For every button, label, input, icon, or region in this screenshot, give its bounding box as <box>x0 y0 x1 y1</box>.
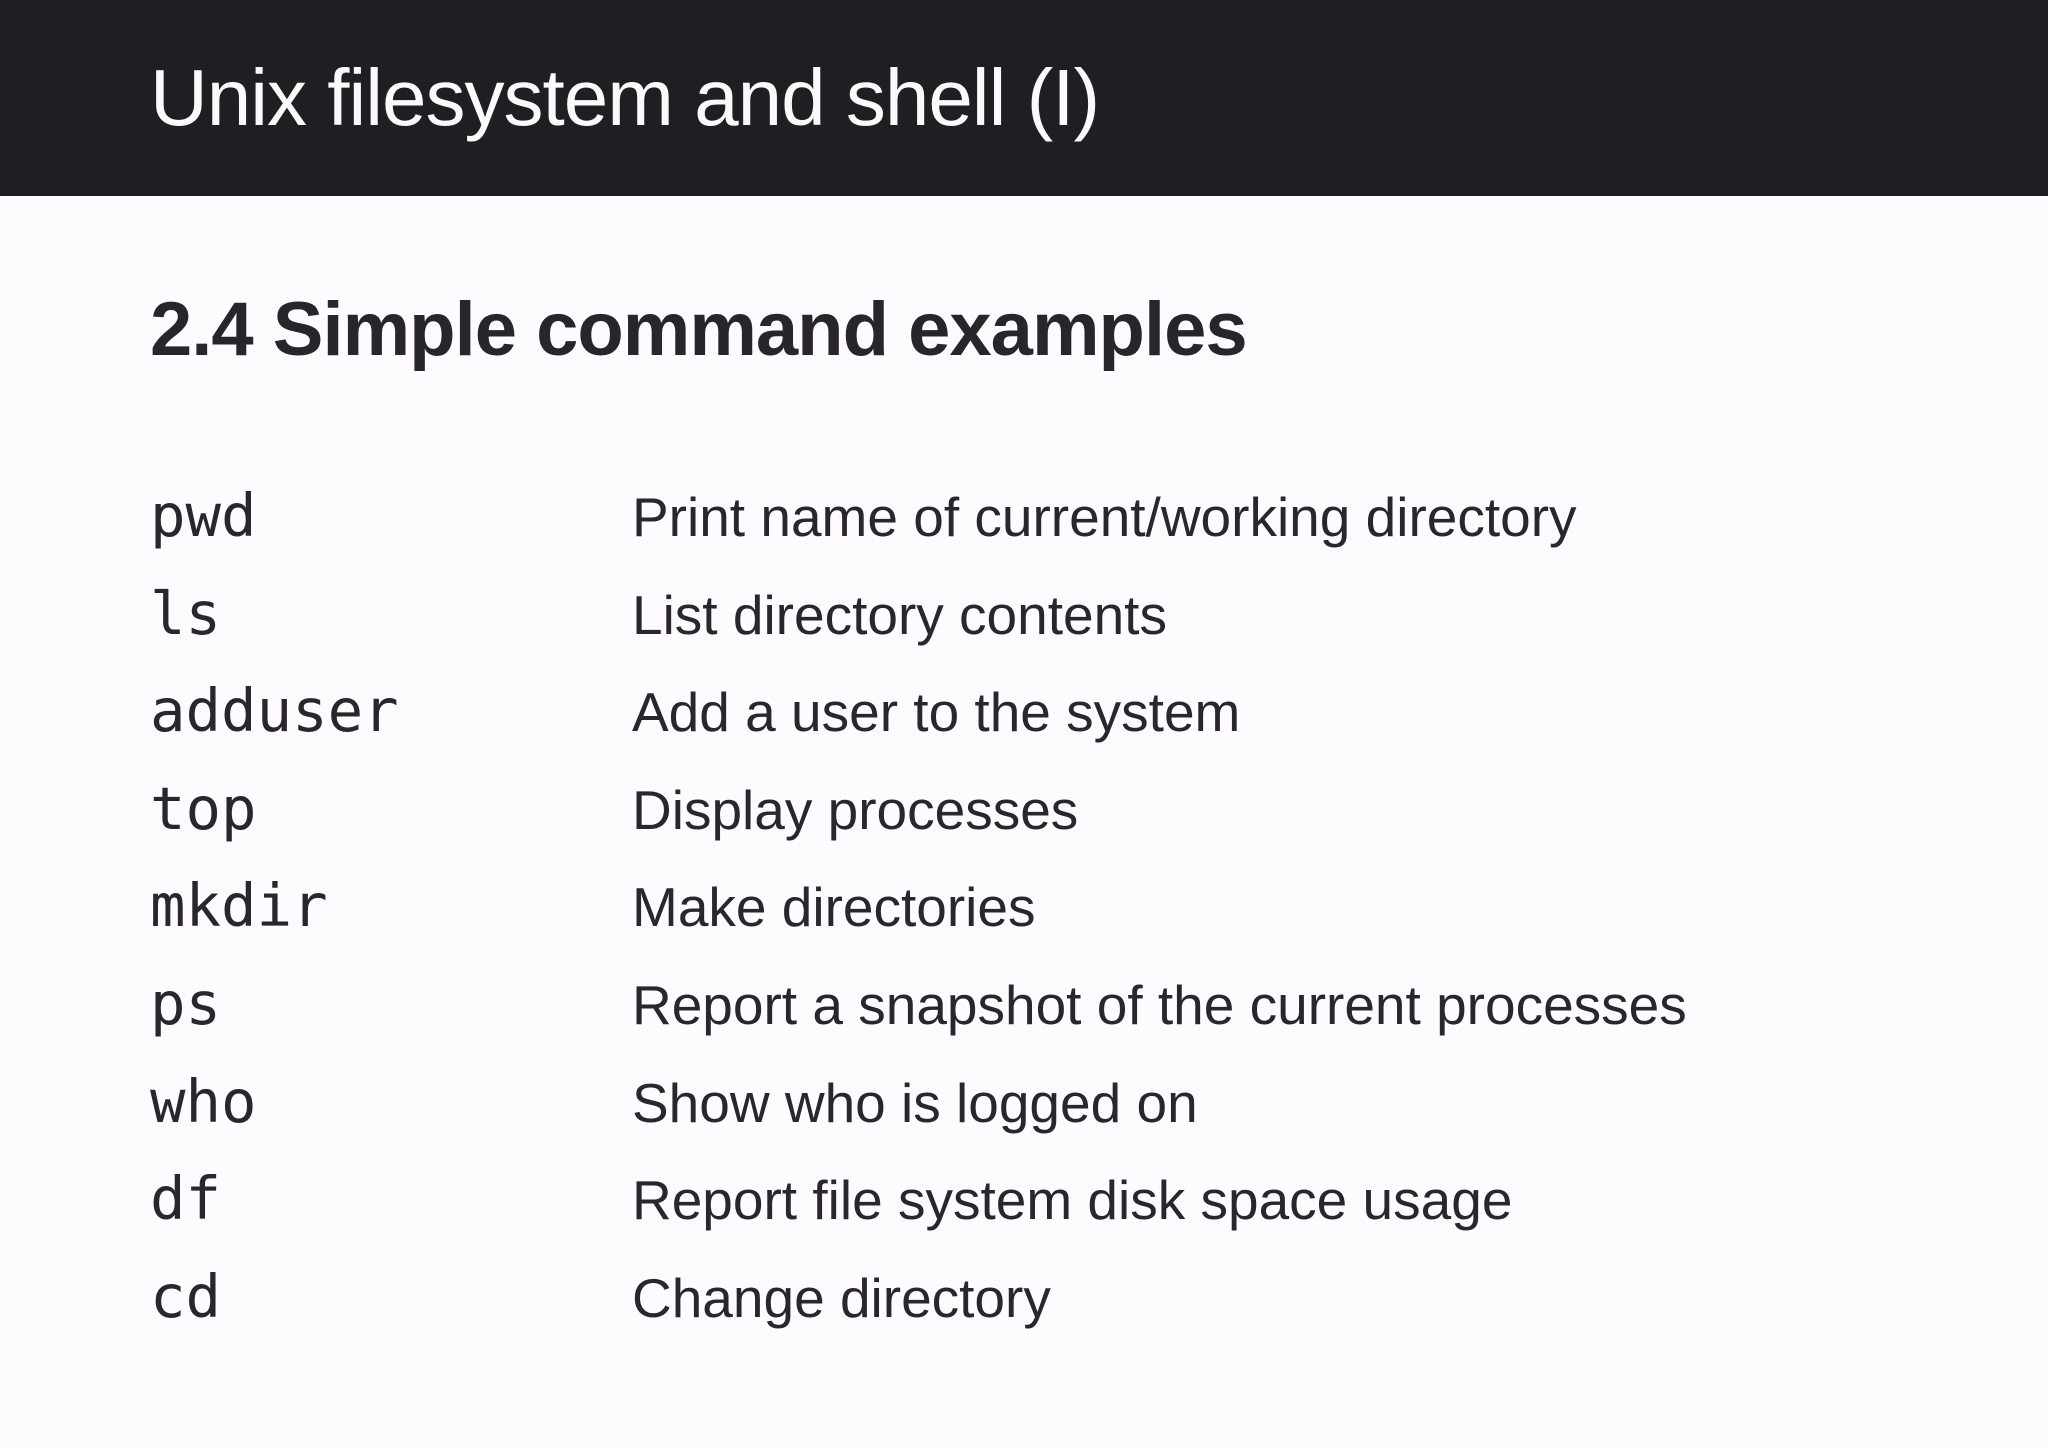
command-row: top Display processes <box>150 761 1948 859</box>
command-name: mkdir <box>150 871 328 941</box>
command-name: top <box>150 773 257 843</box>
command-name: cd <box>150 1261 222 1331</box>
command-name: pwd <box>150 481 257 550</box>
slide-title: Unix filesystem and shell (I) <box>150 53 1100 142</box>
command-description: Show who is logged on <box>632 1071 1198 1134</box>
command-row: adduser Add a user to the system <box>150 663 1948 761</box>
command-description: Report file system disk space usage <box>632 1169 1513 1232</box>
command-row: df Report file system disk space usage <box>150 1151 1948 1249</box>
command-description: Make directories <box>632 876 1036 939</box>
command-name: ps <box>150 968 222 1038</box>
command-row: pwd Print name of current/working directo… <box>150 468 1948 566</box>
command-row: cd Change directory <box>150 1249 1948 1347</box>
command-table: pwd Print name of current/working directo… <box>150 468 1948 1346</box>
command-description: Change directory <box>632 1266 1051 1329</box>
command-row: who Show who is logged on <box>150 1054 1948 1152</box>
command-description: Display processes <box>632 778 1079 841</box>
command-description: Print name of current/working directory <box>632 486 1577 548</box>
command-name: who <box>150 1066 257 1136</box>
command-row: ls List directory contents <box>150 566 1948 664</box>
slide-header-bar: Unix filesystem and shell (I) <box>0 0 2048 196</box>
slide-body: 2.4 Simple command examples pwd Print nam… <box>0 196 2048 1346</box>
command-description: List directory contents <box>632 583 1167 646</box>
command-description: Report a snapshot of the current process… <box>632 973 1687 1036</box>
command-row: ps Report a snapshot of the current proce… <box>150 956 1948 1054</box>
command-name: adduser <box>150 676 399 746</box>
command-description: Add a user to the system <box>632 681 1241 744</box>
command-name: df <box>150 1164 222 1234</box>
section-heading: 2.4 Simple command examples <box>150 287 1248 372</box>
command-row: mkdir Make directories <box>150 858 1948 956</box>
command-name: ls <box>150 578 222 648</box>
